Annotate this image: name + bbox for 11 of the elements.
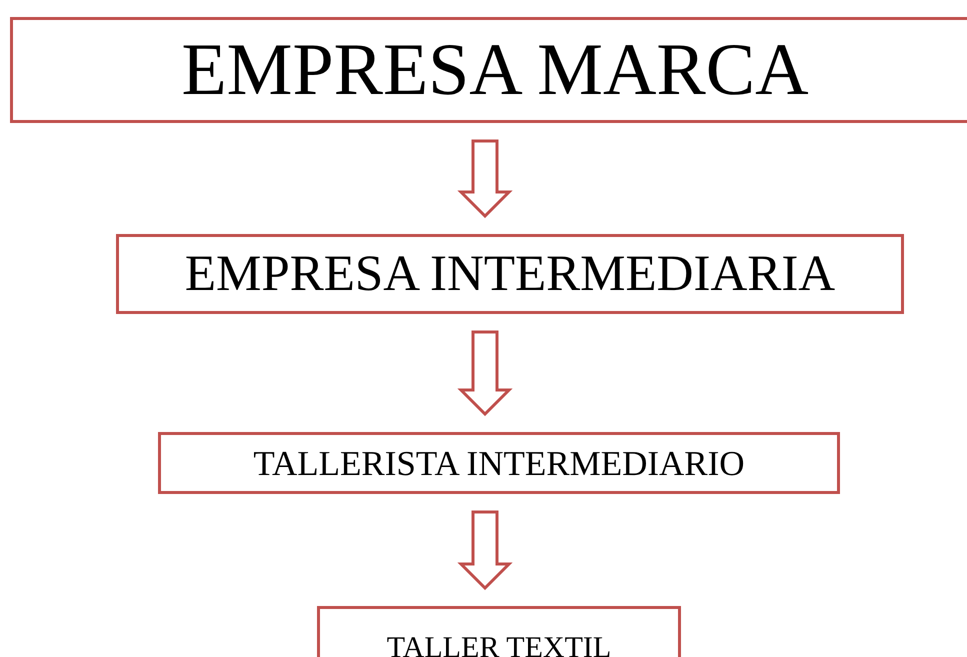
box-label: TALLER TEXTIL <box>386 633 612 657</box>
process-box <box>10 17 967 123</box>
box-label: TALLERISTA INTERMEDIARIO <box>253 446 745 480</box>
box-label: EMPRESA MARCA <box>181 33 809 107</box>
block-arrow <box>457 330 513 416</box>
process-box <box>158 432 840 494</box>
process-box <box>317 606 681 657</box>
box-label: EMPRESA INTERMEDIARIA <box>184 248 836 300</box>
block-arrow <box>457 140 513 218</box>
process-box <box>116 234 904 314</box>
block-arrow <box>457 510 513 590</box>
